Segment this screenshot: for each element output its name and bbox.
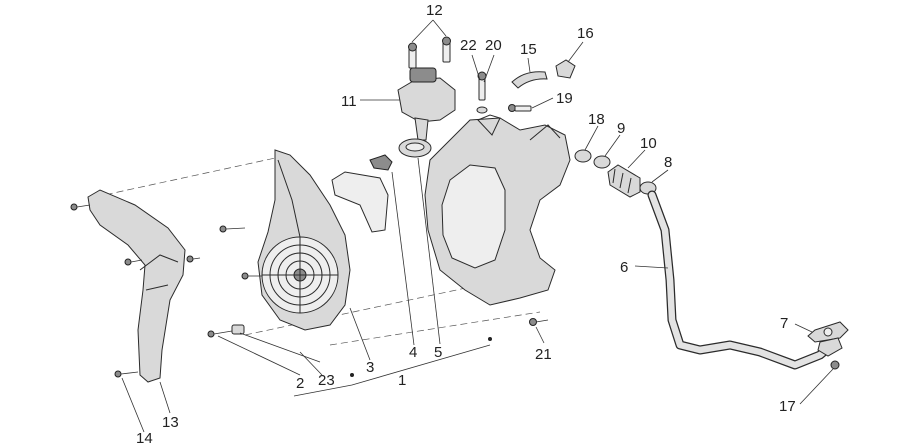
- cover-screws: [70, 203, 201, 378]
- main-housing-part: [424, 114, 571, 306]
- leader-lines: [121, 19, 834, 433]
- label-7: 7: [780, 315, 788, 332]
- label-13: 13: [162, 414, 179, 431]
- fan-cover-screws: [207, 225, 262, 338]
- label-22: 22: [460, 37, 477, 54]
- label-12: 12: [426, 2, 443, 19]
- label-5: 5: [434, 344, 442, 361]
- housing-screw: [529, 318, 549, 326]
- label-16: 16: [577, 25, 594, 42]
- long-hose-part: [647, 190, 837, 370]
- gasket-ring-part: [398, 138, 432, 158]
- outer-cover-part: [87, 189, 186, 383]
- label-14: 14: [136, 430, 153, 446]
- alignment-lines: [94, 156, 541, 346]
- label-9: 9: [617, 120, 625, 137]
- label-3: 3: [366, 359, 374, 376]
- label-6: 6: [620, 259, 628, 276]
- valve-assembly-part: [397, 67, 456, 141]
- label-10: 10: [640, 135, 657, 152]
- clip-part: [369, 154, 393, 171]
- label-8: 8: [664, 154, 672, 171]
- label-19: 19: [556, 90, 573, 107]
- label-1: 1: [398, 372, 406, 389]
- label-11: 11: [341, 93, 357, 110]
- deflector-part: [331, 171, 389, 233]
- label-17: 17: [779, 398, 796, 415]
- label-4: 4: [409, 344, 417, 361]
- label-18: 18: [588, 111, 605, 128]
- small-screw-part: [508, 104, 532, 112]
- flange-gasket-part: [807, 321, 849, 370]
- small-clamp-part: [555, 59, 576, 79]
- label-23: 23: [318, 372, 335, 389]
- bolt-part: [476, 71, 488, 114]
- fan-cover-part: [257, 149, 351, 331]
- hose-sleeve-part: [607, 164, 641, 198]
- valve-screws: [408, 36, 451, 69]
- label-21: 21: [535, 346, 552, 363]
- label-15: 15: [520, 41, 537, 58]
- small-hose-part: [511, 71, 548, 89]
- label-2: 2: [296, 375, 304, 392]
- part-labels: 12 11 22 20 15 16 19 18 9 10 8 6 7 17 21…: [136, 2, 796, 446]
- label-20: 20: [485, 37, 502, 54]
